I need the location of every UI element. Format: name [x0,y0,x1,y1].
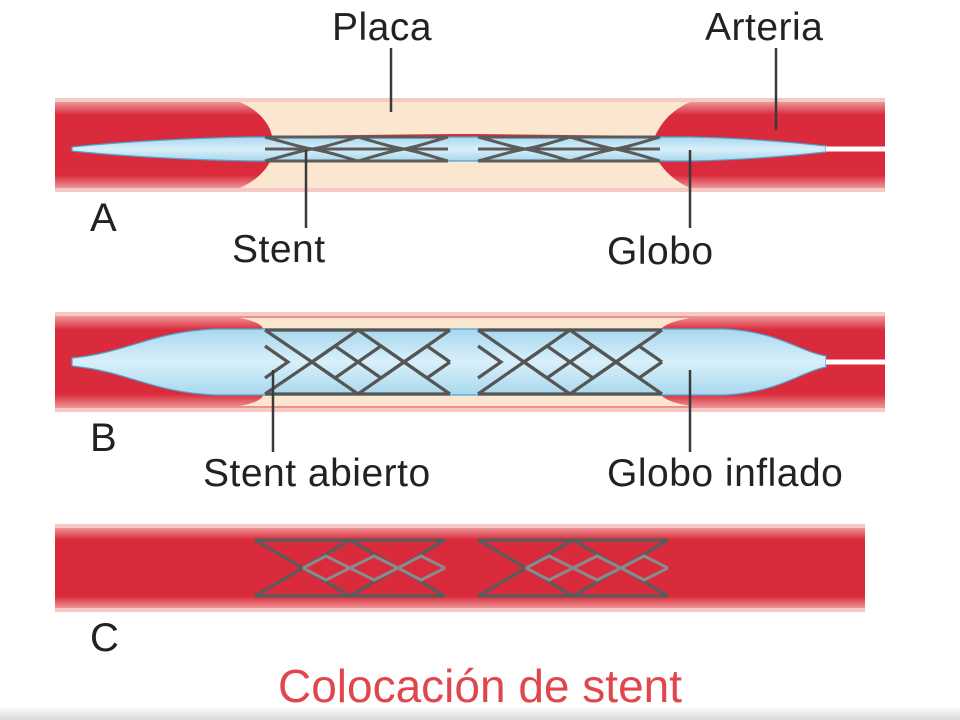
stent-c [254,538,669,598]
stent-b [264,328,663,396]
balloon-a [71,136,827,162]
plaque-a [240,102,690,188]
footer-band [0,706,960,720]
stent-a [264,135,661,163]
label-stent-abierto: Stent abierto [203,452,431,495]
panel-c [55,520,960,616]
panel-letter-a: A [90,196,118,240]
label-stent: Stent [232,228,326,271]
label-globo: Globo [607,230,714,273]
panel-letter-c: C [90,616,120,660]
label-globo-inflado: Globo inflado [607,452,844,495]
leader-lines [271,48,778,452]
artery-c [55,524,865,612]
panel-b [55,308,960,416]
panel-a [55,96,960,196]
label-placa: Placa [332,6,433,49]
diagram-caption: Colocación de stent [277,660,683,712]
panel-letter-b: B [90,416,118,460]
label-arteria: Arteria [705,6,824,49]
